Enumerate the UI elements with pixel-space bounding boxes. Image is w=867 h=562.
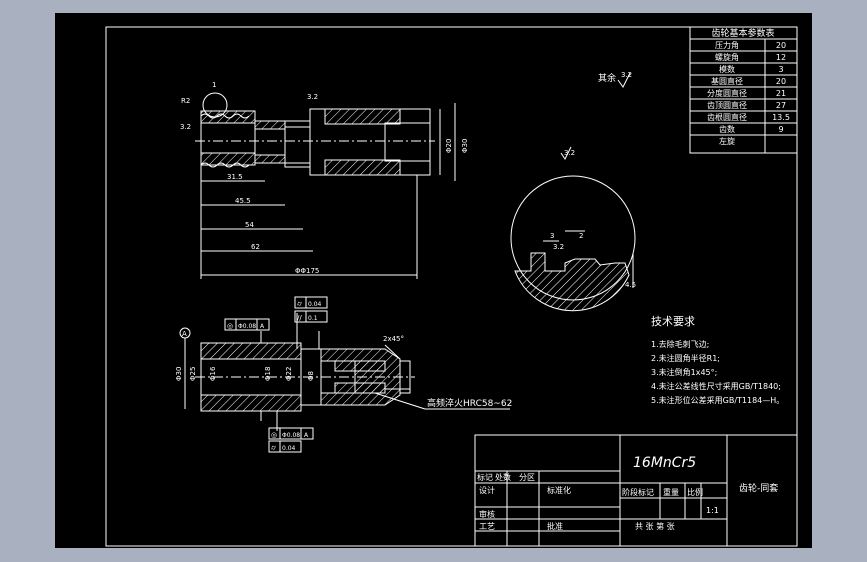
- dim-roughness-left: 3.2: [180, 123, 191, 131]
- tb-sheets: 共 张 第 张: [635, 521, 675, 531]
- param-value: 20: [776, 41, 786, 50]
- inner-border: [105, 26, 798, 547]
- dim-front-d16: Φ16: [209, 366, 217, 381]
- section-dim-45: 4.5: [625, 281, 636, 289]
- tech-req-item: 1.去除毛刺飞边;: [651, 339, 709, 349]
- detail-label: 1: [212, 81, 216, 89]
- dim-175: ΦΦ175: [295, 267, 319, 275]
- title-block: 16MnCr5 齿轮-同套 标记 处数 分区 设计 标准化 阶段标记 重量 比例…: [474, 434, 798, 547]
- gear-section-view: 3.2 3 3.2 2 4.5: [510, 146, 636, 312]
- heat-treatment-note: 高频淬火HRC58~62: [427, 397, 512, 409]
- param-label: 压力角: [715, 40, 739, 50]
- dim-front-d8: Φ8: [307, 371, 315, 381]
- tb-mark: 标记: [477, 472, 493, 482]
- dim-315: 31.5: [227, 173, 243, 181]
- params-table-title: 齿轮基本参数表: [711, 27, 774, 39]
- param-label: 分度圆直径: [707, 88, 747, 98]
- tb-ratio: 比例: [687, 487, 703, 497]
- front-view: A Φ30 Φ25 Φ16 Φ18 Φ22 Φ8 2x45° 高频淬火HRC58…: [175, 296, 512, 453]
- param-value: 20: [776, 77, 786, 86]
- gear-parameter-table: 齿轮基本参数表 压力角 20 螺旋角 12 模数 3 基圆直径 20 分度圆直径 21 齿顶圆直径 2…: [689, 26, 798, 154]
- tolerance-frame: ◎ Φ0.08 A: [268, 427, 314, 440]
- dim-54: 54: [245, 221, 254, 229]
- roughness-note: 其余 3.2: [598, 71, 632, 88]
- tolerance-symbol: ◎: [271, 431, 277, 439]
- chamfer-note: 2x45°: [383, 335, 404, 343]
- tb-process: 工艺: [479, 522, 495, 531]
- tb-count: 处数: [495, 472, 511, 482]
- tolerance-symbol: ⌭: [297, 300, 302, 308]
- param-label: 螺旋角: [715, 52, 739, 62]
- roughness-note-value: 3.2: [621, 71, 632, 79]
- technical-requirements: 技术要求 1.去除毛刺飞边; 2.未注圆角半径R1; 3.未注倒角1x45°; 4.未…: [651, 315, 784, 405]
- param-value: 21: [776, 89, 786, 98]
- param-label: 齿顶圆直径: [707, 100, 747, 110]
- part-name: 齿轮-同套: [739, 482, 778, 494]
- detail-circle-1: [202, 92, 228, 118]
- param-label: 齿根圆直径: [707, 112, 747, 122]
- dim-62: 62: [251, 243, 260, 251]
- tolerance-symbol: ◎: [227, 322, 233, 330]
- dim-top-d30: Φ30: [461, 139, 469, 153]
- dim-top-d20: Φ20: [445, 139, 453, 153]
- tolerance-value: 0.04: [308, 301, 322, 308]
- dim-top-32: 3.2: [307, 93, 318, 101]
- dim-front-d18: Φ18: [264, 367, 272, 381]
- tech-req-item: 3.未注倒角1x45°;: [651, 367, 717, 377]
- section-dim-3: 3: [550, 232, 554, 240]
- top-view-hatch-lower: [200, 152, 256, 166]
- section-hatch: [514, 252, 630, 312]
- tb-review: 审核: [479, 509, 495, 519]
- tb-zone: 分区: [519, 473, 535, 482]
- param-value: 27: [776, 101, 786, 110]
- section-dim-32: 3.2: [553, 243, 564, 251]
- dim-front-d30: Φ30: [175, 367, 183, 381]
- tb-stage-mark: 阶段标记: [622, 487, 654, 497]
- section-dim-2: 2: [579, 232, 583, 240]
- dim-front-d22: Φ22: [285, 367, 293, 381]
- tolerance-frame: ⌭ 0.04: [294, 296, 328, 309]
- param-label: 模数: [719, 64, 735, 74]
- tech-req-item: 5.未注形位公差采用GB/T1184—H。: [651, 395, 784, 405]
- tolerance-value: Φ0.08: [238, 323, 256, 330]
- dim-455: 45.5: [235, 197, 251, 205]
- tolerance-frame: ◎ Φ0.08 A: [224, 318, 270, 331]
- tolerance-frame: ⌭ 0.04: [268, 440, 302, 453]
- param-label: 左旋: [719, 136, 735, 146]
- dim-radius: R2: [181, 97, 190, 105]
- roughness-note-text: 其余: [598, 72, 616, 84]
- param-label: 齿数: [719, 124, 735, 134]
- param-value: 13.5: [772, 113, 790, 122]
- tech-req-item: 4.未注公差线性尺寸采用GB/T1840;: [651, 381, 781, 391]
- param-value: 12: [776, 53, 786, 62]
- param-value: 3: [778, 65, 783, 74]
- tech-req-item: 2.未注圆角半径R1;: [651, 353, 720, 363]
- tolerance-symbol: ⌭: [271, 444, 276, 452]
- tb-design: 设计: [479, 485, 495, 495]
- tb-standardize: 标准化: [547, 485, 571, 495]
- tolerance-value: Φ0.08: [282, 432, 300, 439]
- tech-req-title: 技术要求: [651, 315, 695, 328]
- datum-label: A: [182, 330, 187, 338]
- tolerance-value: 0.04: [282, 445, 296, 452]
- tolerance-value: 0.1: [308, 315, 318, 322]
- tb-approve: 批准: [547, 521, 563, 531]
- dim-front-d25: Φ25: [189, 367, 197, 381]
- top-view: 1 R2 3.2 3.2 31.5 45.5 54 62 ΦΦ175 Φ30 Φ…: [180, 81, 469, 279]
- tb-scale: 1:1: [706, 506, 719, 515]
- param-value: 9: [778, 125, 783, 134]
- tolerance-datum: A: [304, 432, 309, 439]
- tolerance-symbol: //: [297, 314, 302, 322]
- material-text: 16MnCr5: [633, 455, 696, 471]
- tolerance-frame: // 0.1: [294, 310, 328, 323]
- param-label: 基圆直径: [711, 76, 743, 86]
- section-roughness: 3.2: [564, 149, 575, 157]
- tolerance-datum: A: [260, 323, 265, 330]
- tb-weight: 重量: [663, 487, 679, 497]
